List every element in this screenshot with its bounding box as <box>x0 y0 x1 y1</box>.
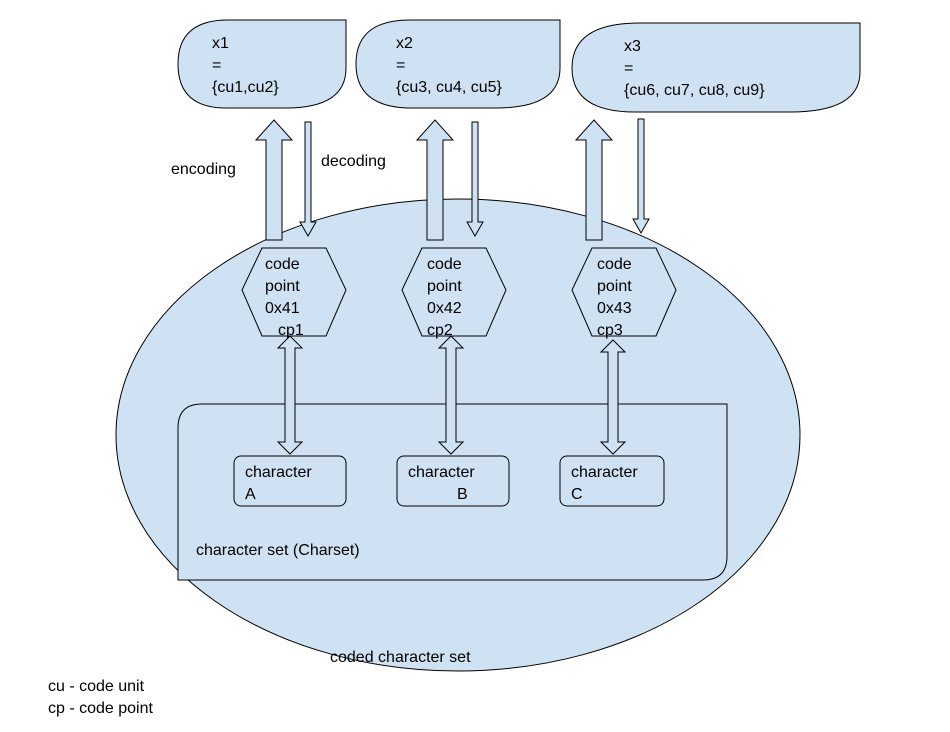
decoding-arrow-3 <box>632 118 650 235</box>
decoding-label: decoding <box>321 153 386 170</box>
decoding-arrow-2 <box>466 121 484 238</box>
encoding-label: encoding <box>171 161 236 178</box>
encoding-arrow-3 <box>574 119 614 241</box>
decoding-arrow-1 <box>299 121 317 238</box>
code-point-hexagon-2 <box>401 247 507 337</box>
encoded-shape-x1 <box>177 19 347 109</box>
code-point-text-3: code point 0x43 cp3 <box>597 256 636 339</box>
charset-label: character set (Charset) <box>196 542 360 559</box>
coded-character-set-label: coded character set <box>330 649 471 666</box>
legend: cu - code unit cp - code point <box>48 678 154 717</box>
character-box-c <box>559 455 665 507</box>
code-point-text-1: code point 0x41 cp1 <box>265 256 304 339</box>
mapping-arrow-1 <box>276 335 304 455</box>
code-point-text-2: code point 0x42 cp2 <box>427 256 466 339</box>
code-point-hexagon-3 <box>571 247 677 337</box>
character-text-c: character C <box>571 464 642 503</box>
character-box-a <box>233 455 347 507</box>
legend-item-cu: cu - code unit <box>48 678 145 695</box>
encoding-arrow-2 <box>415 119 455 241</box>
code-point-hexagon-1 <box>241 247 347 337</box>
encoded-text-x3: x3 = {cu6, cu7, cu8, cu9} <box>624 38 765 99</box>
encoded-shape-x2 <box>355 19 561 109</box>
mapping-arrow-3 <box>599 339 627 455</box>
legend-item-cp: cp - code point <box>48 700 154 717</box>
encoded-text-x1: x1 = {cu1,cu2} <box>212 35 279 96</box>
encoding-arrow-1 <box>254 119 294 241</box>
character-text-b: character B <box>408 464 479 503</box>
encoded-text-x2: x2 = {cu3, cu4, cu5} <box>396 35 503 96</box>
encoded-shape-x3 <box>571 22 861 113</box>
mapping-arrow-2 <box>437 335 465 455</box>
character-box-b <box>396 455 510 507</box>
character-text-a: character A <box>245 464 316 503</box>
